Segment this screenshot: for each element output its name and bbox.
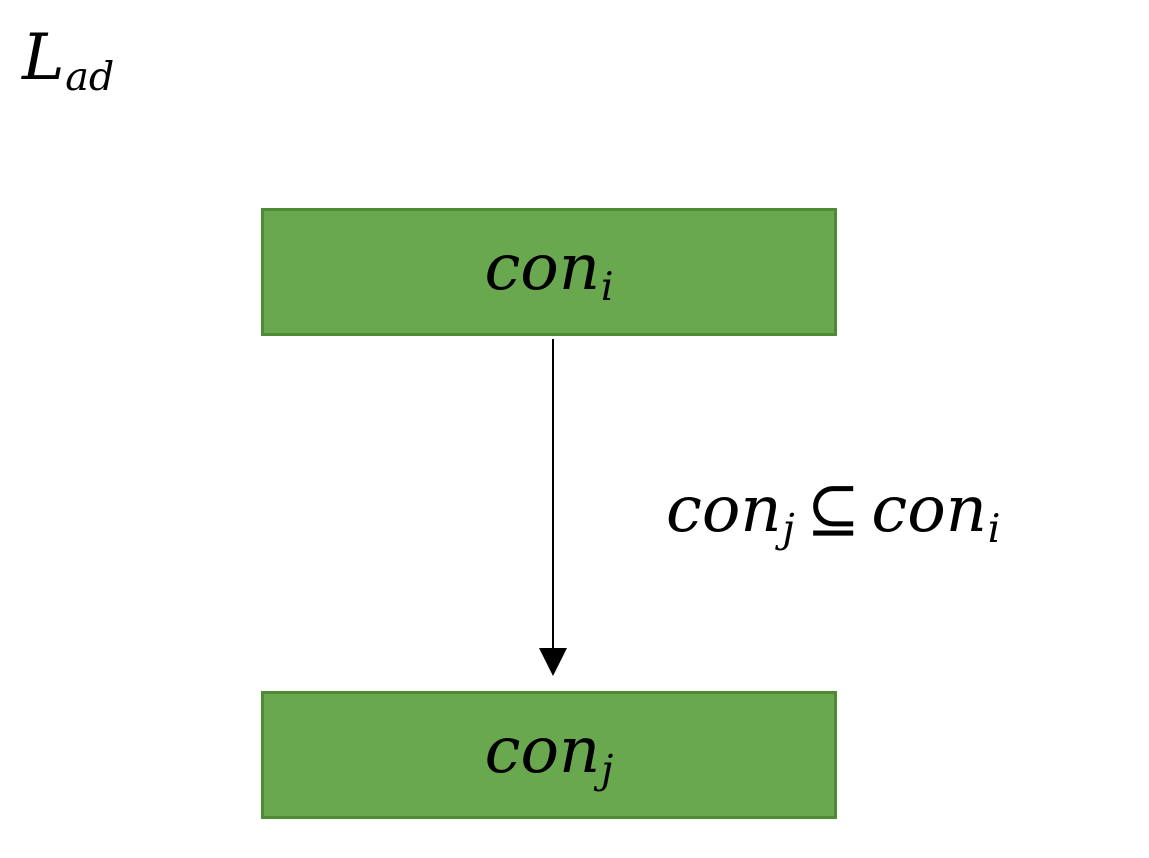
node-con-i-base: con bbox=[484, 231, 601, 305]
edge-label: conj⊆coni bbox=[666, 478, 1000, 549]
edge-label-left-base: con bbox=[666, 473, 782, 547]
node-con-i-label: coni bbox=[484, 236, 613, 307]
edge-label-operator: ⊆ bbox=[806, 473, 860, 547]
node-con-j: conj bbox=[261, 691, 837, 819]
node-con-i: coni bbox=[261, 208, 837, 336]
diagram-title: Lad bbox=[22, 26, 114, 97]
edge-label-right-base: con bbox=[871, 473, 987, 547]
title-base: L bbox=[22, 21, 65, 95]
node-con-j-base: con bbox=[484, 714, 601, 788]
node-con-j-subscript: j bbox=[601, 747, 614, 794]
node-con-i-subscript: i bbox=[600, 264, 614, 311]
node-con-j-label: conj bbox=[485, 719, 614, 790]
edge-arrowhead bbox=[539, 648, 567, 676]
edge-label-right-subscript: i bbox=[987, 506, 1001, 553]
edge-label-left-subscript: j bbox=[782, 506, 795, 553]
title-subscript: ad bbox=[65, 54, 115, 101]
